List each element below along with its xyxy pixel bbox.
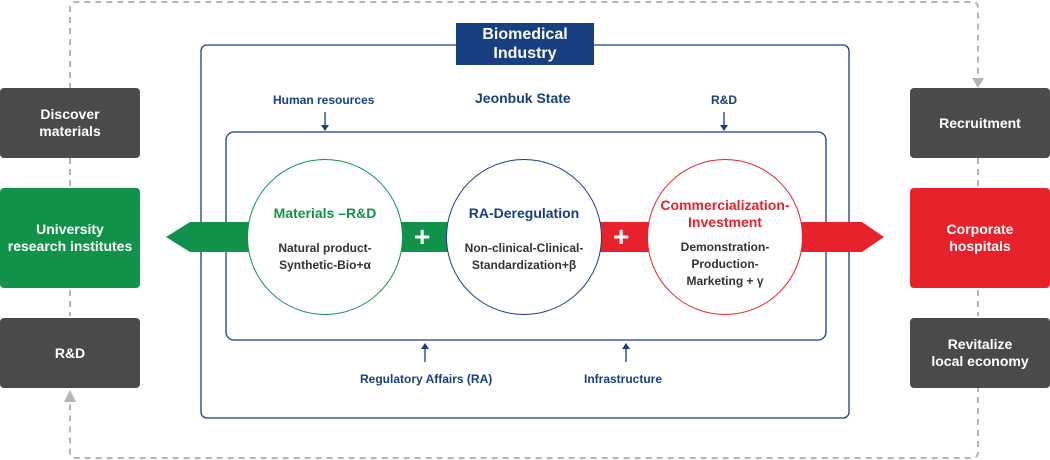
box-discover-materials: Discover materials xyxy=(0,88,140,158)
input-label-regulatory: Regulatory Affairs (RA) xyxy=(360,372,493,386)
circle-subtitle: Demonstration- Production- Marketing + γ xyxy=(680,240,770,288)
input-label-rd: R&D xyxy=(711,93,737,107)
arrow-up-regulatory xyxy=(421,343,429,349)
dashed-arrowhead-down xyxy=(972,78,984,88)
circle-title: RA-Deregulation xyxy=(468,205,580,221)
plus-sign-red: + xyxy=(613,221,630,252)
arrow-down-rd xyxy=(720,125,728,131)
arrow-down-human-resources xyxy=(321,125,329,131)
circle-subtitle: Non-clinical-Clinical- Standardization+β xyxy=(464,241,584,272)
diagram-title: Biomedical Industry xyxy=(456,23,594,65)
box-university-research: University research institutes xyxy=(0,188,140,288)
dashed-arrowhead-up xyxy=(64,390,76,402)
box-corporate-hospitals: Corporate hospitals xyxy=(910,188,1050,288)
input-label-infrastructure: Infrastructure xyxy=(584,372,663,386)
circle-ra-deregulation: RA-Deregulation Non-clinical-Clinical- S… xyxy=(446,159,602,315)
dashed-loop-top xyxy=(69,1,979,100)
box-revitalize-economy: Revitalize local economy xyxy=(910,318,1050,388)
box-recruitment: Recruitment xyxy=(910,88,1050,158)
arrow-up-infrastructure xyxy=(622,343,630,349)
circle-title: Commercialization- Investment xyxy=(660,197,790,230)
circle-materials-rd: Materials –R&D Natural product- Syntheti… xyxy=(247,159,403,315)
region-label: Jeonbuk State xyxy=(475,90,571,106)
box-rd-left: R&D xyxy=(0,318,140,388)
dashed-loop-bottom xyxy=(69,386,979,459)
circle-commercialization: Commercialization- Investment Demonstrat… xyxy=(647,159,803,315)
circle-title: Materials –R&D xyxy=(273,205,377,221)
plus-sign-green: + xyxy=(414,221,431,252)
input-label-human-resources: Human resources xyxy=(273,93,375,107)
circle-subtitle: Natural product- Synthetic-Bio+α xyxy=(278,241,372,272)
